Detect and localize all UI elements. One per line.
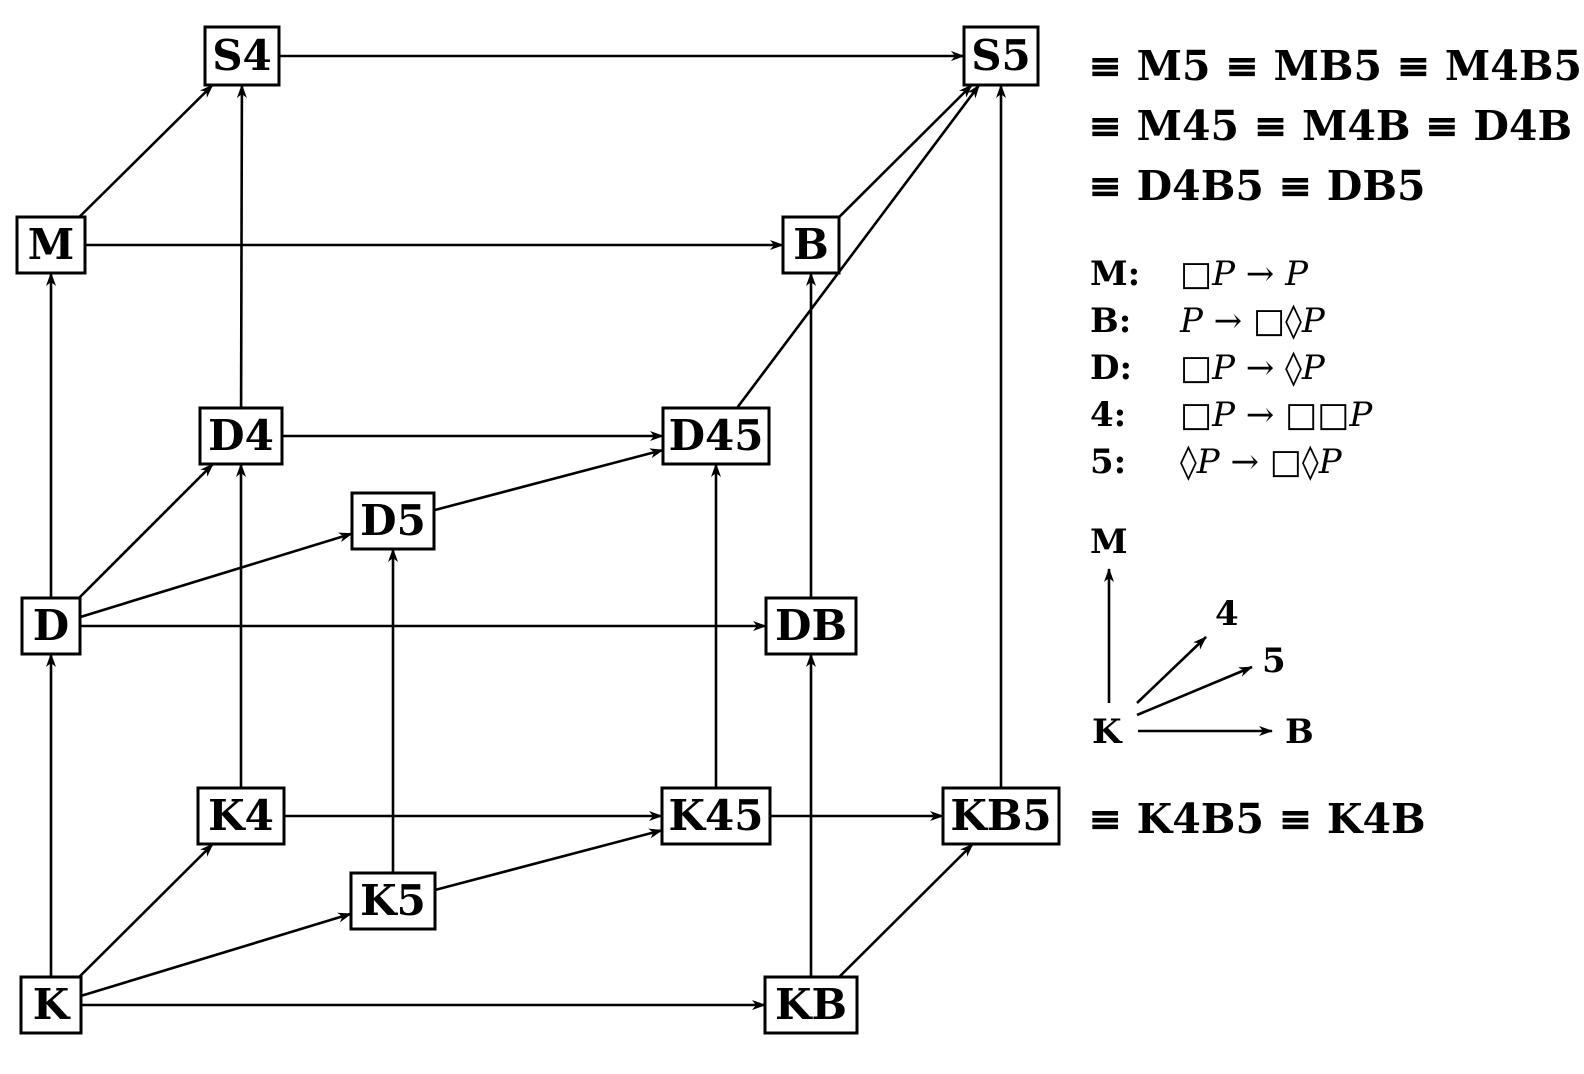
node-box-k4	[196, 786, 286, 846]
node-box-d4	[198, 406, 284, 466]
node-d: D	[20, 596, 82, 656]
node-label-kb: KB	[775, 980, 847, 1029]
node-label-b: B	[793, 220, 829, 269]
edge-k5-to-k45	[434, 828, 663, 892]
axiom-name-d: D:	[1090, 348, 1132, 388]
axiom-formula-d: □P → ◊P	[1180, 348, 1326, 388]
node-box-s5	[962, 25, 1040, 87]
node-label-k45: K45	[669, 791, 764, 840]
node-s4: S4	[203, 25, 281, 87]
axiom-legend: M: □P → P B: P → □◊P D: □P → ◊P 4: □P → …	[1090, 254, 1373, 482]
node-label-d: D	[33, 601, 69, 650]
node-label-kb5: KB5	[950, 791, 1051, 840]
node-label-d45: D45	[669, 411, 764, 460]
node-s5: S5	[962, 25, 1040, 87]
node-d45: D45	[661, 406, 771, 466]
axiom-formula-4: □P → □□P	[1180, 395, 1373, 435]
edge-d-to-d5	[79, 532, 353, 619]
kb5-equivalence-line: ≡ K4B5 ≡ K4B	[1088, 795, 1426, 843]
edge-d4-to-s4	[236, 84, 247, 409]
node-box-k45	[660, 786, 772, 846]
key-label-k: K	[1092, 712, 1123, 752]
edge-k-to-k4	[78, 843, 214, 978]
edge-d45-to-s5	[735, 84, 981, 409]
node-b: B	[781, 215, 841, 275]
edge-d5-to-d45	[433, 448, 664, 512]
node-box-kb	[763, 975, 859, 1035]
node-label-m: M	[28, 220, 75, 269]
node-d4: D4	[198, 406, 284, 466]
node-k: K	[19, 975, 83, 1035]
node-label-d4: D4	[208, 411, 274, 460]
node-box-m	[15, 215, 87, 275]
node-label-s5: S5	[971, 31, 1031, 80]
node-label-k4: K4	[208, 791, 274, 840]
key-label-b: B	[1285, 712, 1314, 752]
node-label-k5: K5	[360, 876, 426, 925]
node-d5: D5	[350, 491, 436, 551]
edge-kb-to-kb5	[838, 843, 974, 978]
key-arrow-diag2	[1136, 665, 1253, 717]
node-label-d5: D5	[360, 496, 426, 545]
node-box-k5	[349, 871, 437, 931]
node-k5: K5	[349, 871, 437, 931]
s5-equivalence-line-1: ≡ M5 ≡ MB5 ≡ M4B5	[1088, 42, 1582, 90]
node-box-kb5	[941, 786, 1061, 846]
direction-key: M 4 5 K B	[1090, 522, 1314, 752]
node-db: DB	[764, 596, 858, 656]
node-box-db	[764, 596, 858, 656]
key-label-m: M	[1090, 522, 1128, 562]
node-k4: K4	[196, 786, 286, 846]
axiom-name-5: 5:	[1090, 442, 1126, 482]
node-label-s4: S4	[212, 31, 272, 80]
node-box-s4	[203, 25, 281, 87]
axiom-name-m: M:	[1090, 254, 1140, 294]
edge-m-to-s4	[78, 84, 214, 218]
axiom-formula-m: □P → P	[1180, 254, 1309, 294]
s5-equivalences: ≡ M5 ≡ MB5 ≡ M4B5 ≡ M45 ≡ M4B ≡ D4B ≡ D4…	[1088, 42, 1582, 210]
node-box-d45	[661, 406, 771, 466]
edges	[46, 51, 1006, 1010]
node-box-b	[781, 215, 841, 275]
node-kb: KB	[763, 975, 859, 1035]
node-box-d5	[350, 491, 436, 551]
axiom-formula-b: P → □◊P	[1179, 301, 1326, 341]
node-label-k: K	[33, 980, 71, 1029]
axiom-name-4: 4:	[1090, 395, 1126, 435]
edge-k-to-k5	[80, 912, 352, 998]
node-box-k	[19, 975, 83, 1035]
node-kb5: KB5	[941, 786, 1061, 846]
edge-d-to-d4	[78, 463, 214, 599]
node-box-d	[20, 596, 82, 656]
s5-equivalence-line-2: ≡ M45 ≡ M4B ≡ D4B	[1088, 102, 1572, 150]
node-k45: K45	[660, 786, 772, 846]
axiom-formula-5: ◊P → □◊P	[1180, 442, 1343, 482]
node-label-db: DB	[775, 601, 847, 650]
key-label-4: 4	[1215, 594, 1239, 634]
key-arrow-diag1	[1136, 636, 1207, 704]
s5-equivalence-line-3: ≡ D4B5 ≡ DB5	[1088, 162, 1426, 210]
key-label-5: 5	[1262, 641, 1286, 681]
axiom-name-b: B:	[1090, 301, 1131, 341]
node-m: M	[15, 215, 87, 275]
edge-b-to-s5	[838, 84, 973, 219]
